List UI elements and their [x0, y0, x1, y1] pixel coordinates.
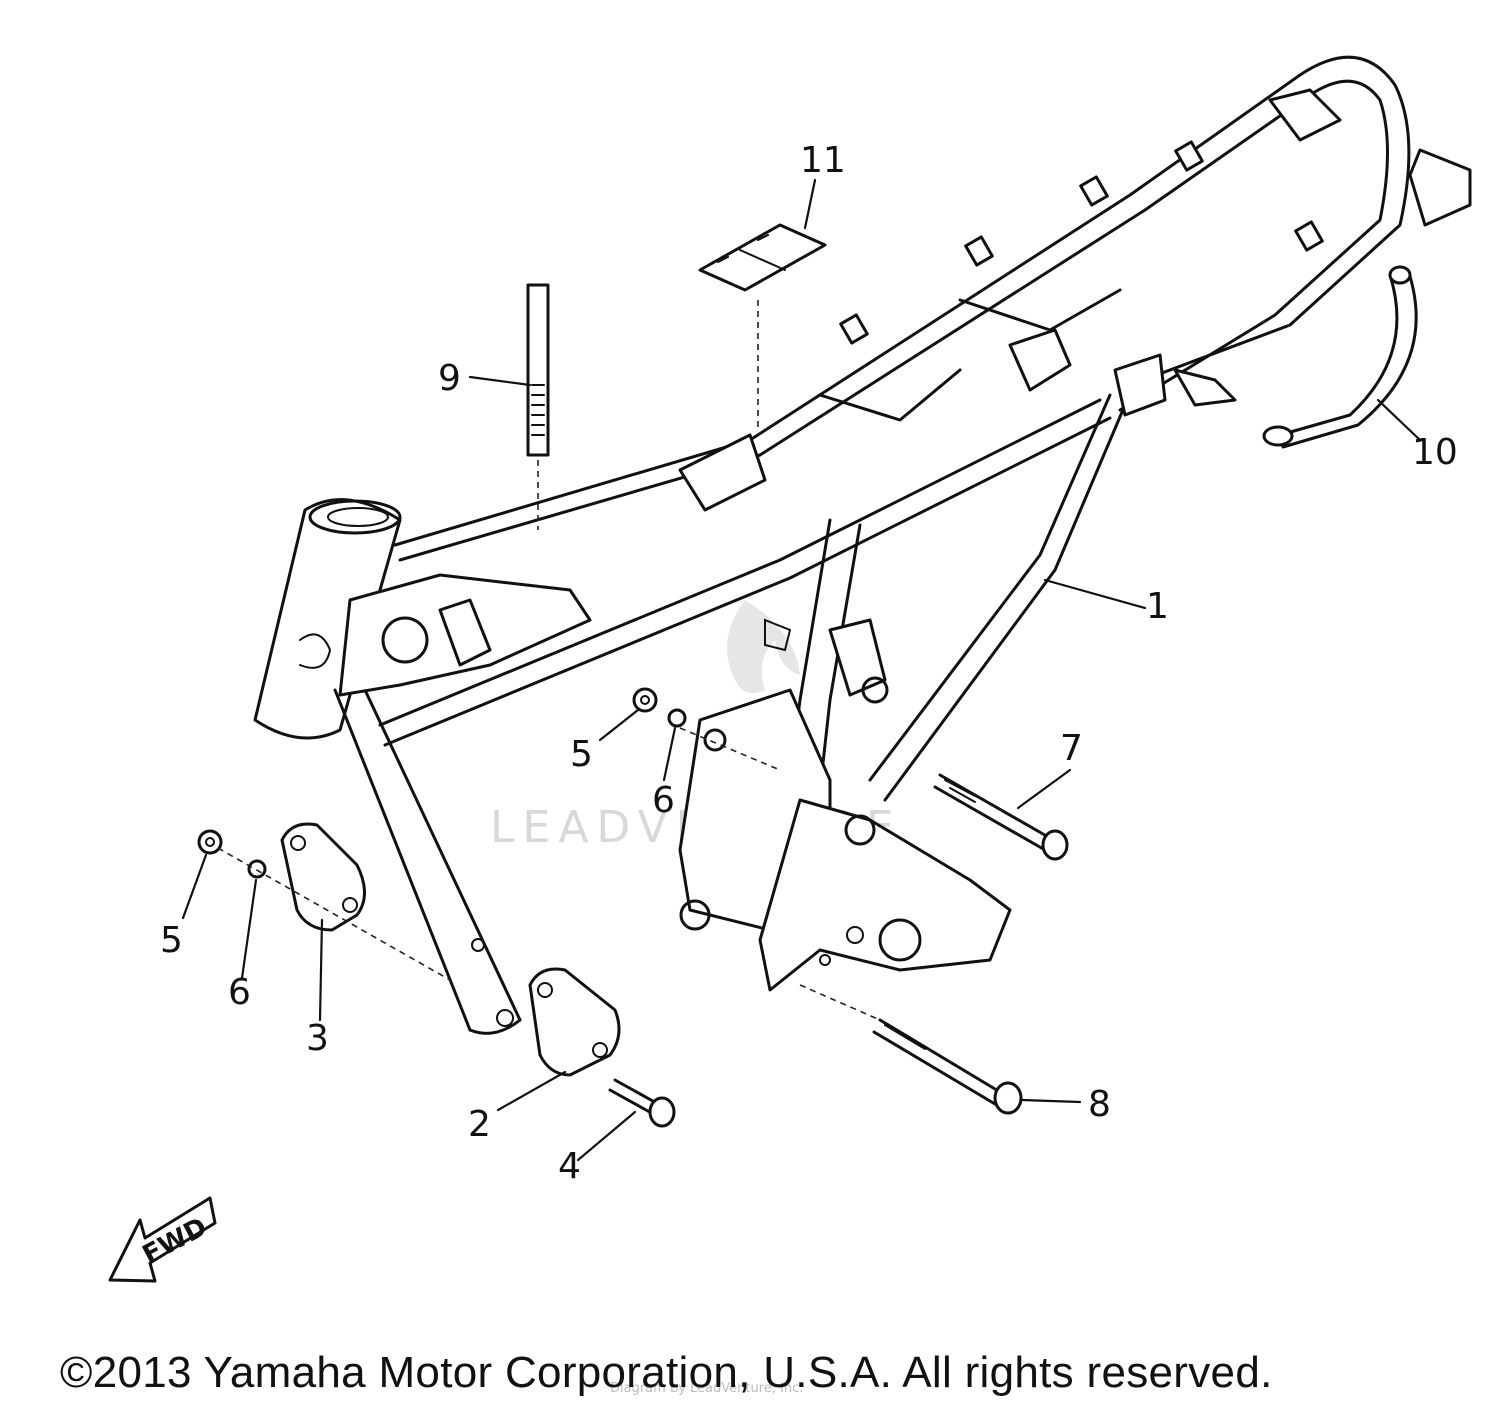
part-10-grab-bar [1262, 265, 1418, 449]
part-11-emblem-plate [698, 223, 827, 430]
callout-5-left: 5 [160, 920, 183, 961]
part-4-bolt [608, 1078, 676, 1128]
part-7-bolt [933, 773, 1069, 861]
copyright-notice: ©2013 Yamaha Motor Corporation, U.S.A. A… [60, 1348, 1273, 1397]
callout-6-left: 6 [228, 972, 251, 1013]
part-2-engine-bracket [528, 967, 621, 1077]
callout-7: 7 [1060, 728, 1083, 769]
callout-6-center: 6 [652, 780, 675, 821]
callout-1: 1 [1146, 586, 1169, 627]
fwd-direction-marker: FWD [108, 1196, 217, 1283]
callout-5-center: 5 [570, 734, 593, 775]
callout-3: 3 [306, 1018, 329, 1059]
part-6-washers [247, 708, 687, 879]
part-3-engine-bracket [280, 822, 366, 932]
main-frame [253, 55, 1472, 1035]
part-5-nuts [197, 687, 658, 855]
watermark-credit: Diagram by LeadVenture, Inc. [610, 1381, 803, 1396]
callout-labels: 1 2 3 4 5 5 6 6 7 8 9 10 11 [160, 140, 1458, 1187]
leader-lines [181, 178, 1422, 1162]
callout-11: 11 [800, 140, 846, 181]
part-9-band [526, 283, 550, 530]
callout-10: 10 [1412, 432, 1458, 473]
part-8-long-bolt [872, 1018, 1023, 1115]
callout-2: 2 [468, 1104, 491, 1145]
callout-9: 9 [438, 358, 461, 399]
watermark-flame-icon [727, 600, 800, 694]
callout-8: 8 [1088, 1084, 1111, 1125]
callout-4: 4 [558, 1146, 581, 1187]
